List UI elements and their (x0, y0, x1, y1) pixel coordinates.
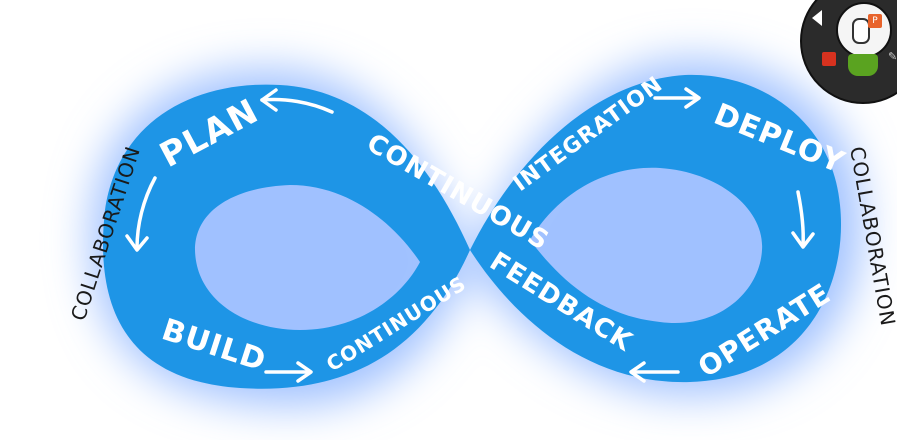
flow-arrows (125, 87, 815, 383)
pen-icon[interactable]: ✎ (888, 50, 897, 63)
arrow-operate (629, 361, 680, 383)
pointer-icon[interactable] (848, 54, 878, 76)
arrow-left-down (125, 176, 157, 252)
tool-center[interactable]: P (836, 2, 892, 58)
back-arrow-icon[interactable] (812, 10, 822, 26)
powerpoint-icon: P (868, 14, 882, 28)
arrow-integration (653, 87, 701, 109)
mouse-icon (852, 18, 870, 44)
arrow-build (264, 361, 313, 383)
infinity-loop (103, 74, 842, 389)
arrow-plan (260, 88, 334, 114)
arrow-right-down (791, 190, 815, 249)
record-icon[interactable] (822, 52, 836, 66)
